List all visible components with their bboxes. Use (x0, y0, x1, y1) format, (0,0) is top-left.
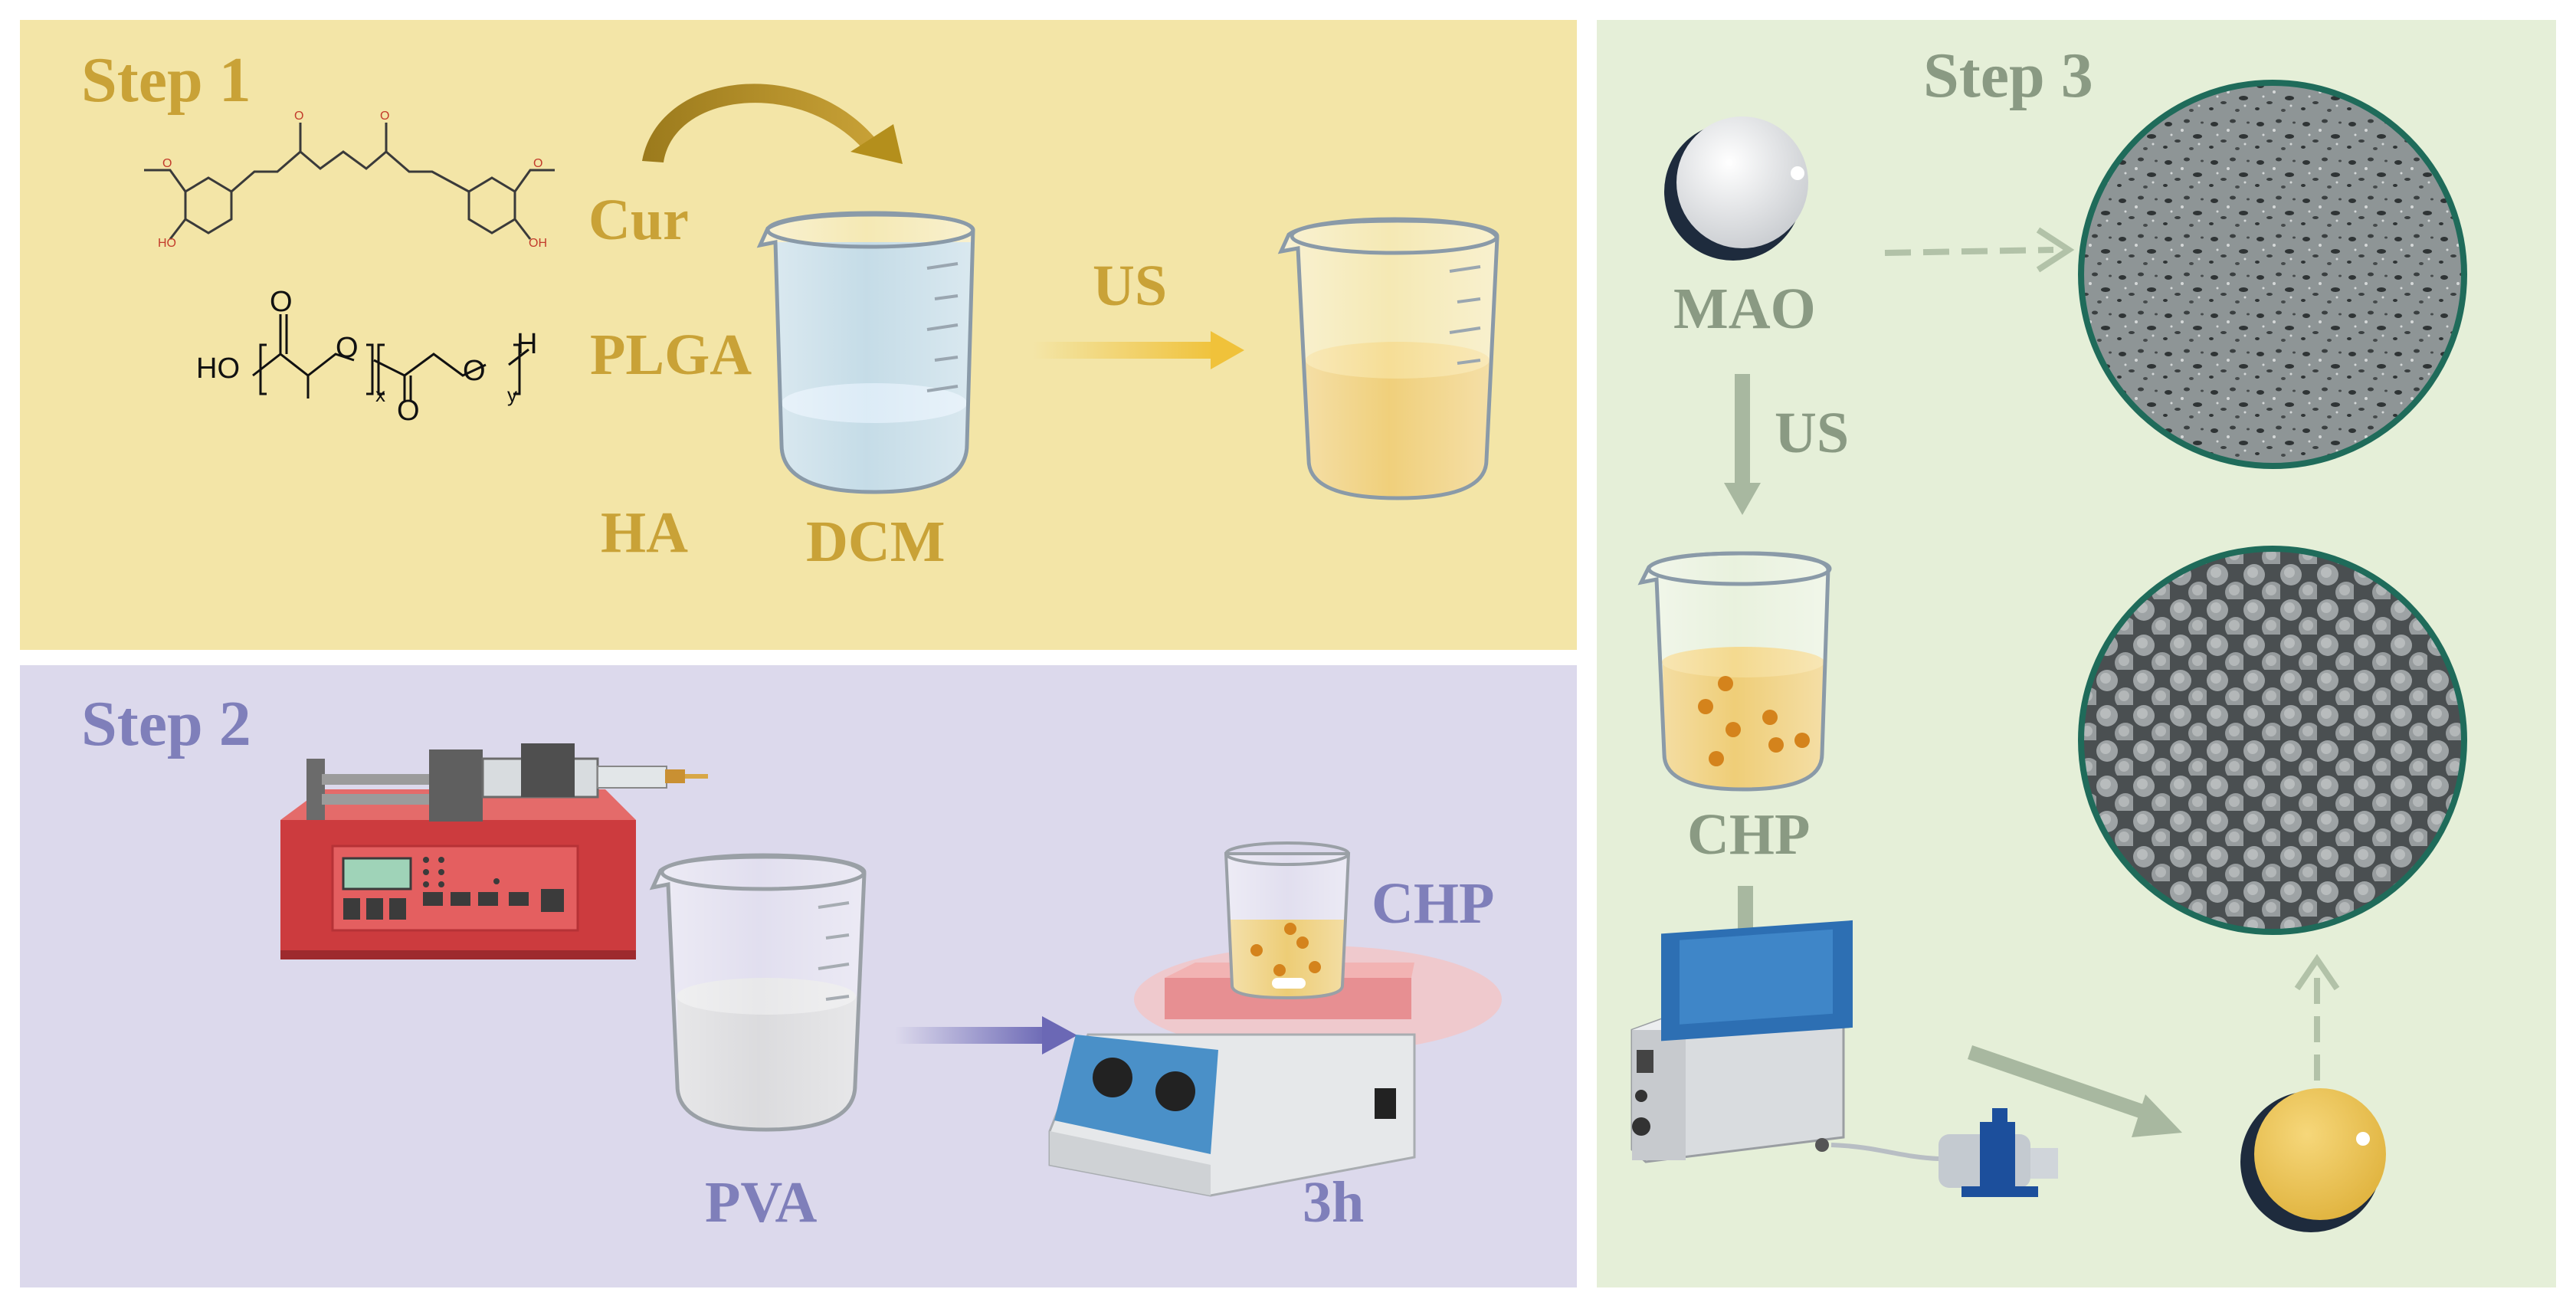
step3-title: Step 3 (1923, 40, 2093, 111)
plga-ho-label: HO (196, 353, 240, 385)
dashed-arrow-right (1884, 227, 2075, 273)
svg-text:O: O (463, 355, 486, 387)
svg-text:O: O (380, 110, 389, 123)
svg-text:O: O (270, 286, 293, 318)
plga-atoms: O O O O (270, 286, 486, 427)
hotplate-stirrer (1048, 841, 1502, 1197)
dcm-label: DCM (806, 510, 946, 574)
svg-text:O: O (336, 332, 359, 364)
plga-label: PLGA (590, 323, 752, 387)
curcumin-heteroatoms: O O O O HO OH (158, 110, 547, 250)
sem-image-microspheres (2078, 546, 2467, 935)
chp-label-step3: CHP (1687, 802, 1811, 867)
down-arrow-us (1724, 374, 1761, 515)
curcumin-structure (144, 123, 555, 240)
plga-y-subscript: y (507, 383, 517, 406)
pva-label: PVA (705, 1170, 818, 1235)
dashed-arrow-up (2294, 953, 2340, 1081)
chp-label-step2: CHP (1372, 871, 1495, 936)
beaker-yellow (1277, 217, 1499, 500)
sem-image-porous (2078, 80, 2467, 469)
svg-text:O: O (397, 395, 420, 427)
step2-title: Step 2 (81, 688, 251, 759)
us-label-step3: US (1775, 401, 1850, 465)
svg-text:O: O (294, 110, 303, 123)
svg-text:HO: HO (158, 237, 176, 250)
step1-title: Step 1 (81, 44, 251, 116)
arrow-step2 (895, 1016, 1077, 1055)
us-arrow-step1 (1033, 331, 1244, 369)
diagonal-arrow (1968, 1045, 2182, 1137)
beaker-chp (1637, 551, 1832, 792)
vacuum-pump (1939, 1108, 2058, 1197)
syringe-pump (280, 743, 708, 959)
mao-label: MAO (1673, 277, 1816, 341)
mao-disk (1664, 116, 1808, 261)
plga-x-subscript: x (375, 383, 385, 406)
beaker-pva (649, 853, 867, 1132)
plga-h-label: H (516, 328, 538, 360)
time-label: 3h (1303, 1170, 1365, 1235)
us-label-step1: US (1093, 254, 1168, 318)
plga-structure (252, 314, 529, 402)
svg-text:O: O (533, 157, 542, 170)
beaker-dcm (756, 211, 975, 494)
svg-text:OH: OH (529, 237, 547, 250)
vacuum-oven (1630, 920, 1939, 1163)
coated-disk (2240, 1088, 2386, 1232)
svg-text:O: O (162, 157, 172, 170)
curved-arrow (642, 84, 903, 164)
ha-label: HA (601, 500, 688, 565)
cur-label: Cur (588, 188, 689, 252)
